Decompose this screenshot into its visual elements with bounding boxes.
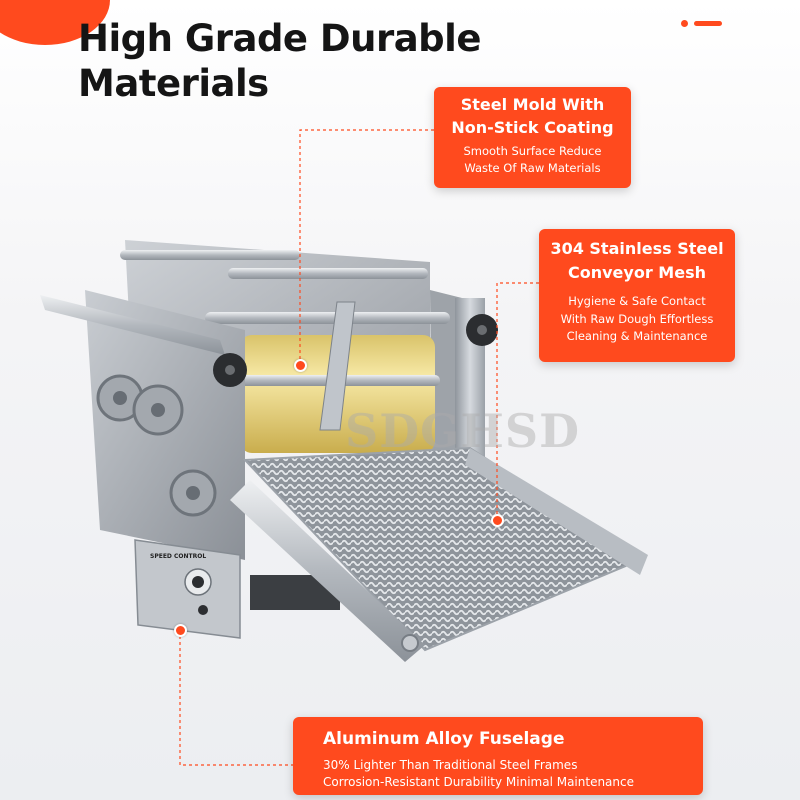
callout-desc-line: Smooth Surface Reduce <box>463 144 602 158</box>
fuselage-marker <box>174 624 187 637</box>
callout-leader-lines <box>179 129 539 766</box>
callout-conveyor-mesh: 304 Stainless Steel Conveyor Mesh Hygien… <box>539 229 735 362</box>
callout-aluminum-fuselage-description: 30% Lighter Than Traditional Steel Frame… <box>323 757 703 791</box>
speed-control-label: SPEED CONTROL <box>150 553 206 560</box>
decorative-dot <box>681 20 688 27</box>
title-line-1: High Grade Durable <box>78 17 481 60</box>
conveyor-mesh <box>230 446 648 662</box>
decorative-dash <box>694 21 722 26</box>
callout-aluminum-fuselage-title: Aluminum Alloy Fuselage <box>323 729 565 749</box>
callout-desc-line: Hygiene & Safe Contact <box>568 294 706 308</box>
callout-desc-line: Waste Of Raw Materials <box>464 161 601 175</box>
callout-steel-mold-description: Smooth Surface Reduce Waste Of Raw Mater… <box>434 143 631 177</box>
callout-conveyor-mesh-title: 304 Stainless Steel Conveyor Mesh <box>539 237 735 285</box>
callout-desc-line: 30% Lighter Than Traditional Steel Frame… <box>323 758 578 772</box>
callout-title-line: Non-Stick Coating <box>451 118 614 137</box>
speed-control-box: SPEED CONTROL <box>134 539 241 639</box>
mesh-marker <box>491 514 504 527</box>
callout-steel-mold: Steel Mold With Non-Stick Coating Smooth… <box>434 87 631 188</box>
machine-frame <box>40 240 498 610</box>
title-line-2: Materials <box>78 62 269 105</box>
callout-title-line: Conveyor Mesh <box>568 263 706 282</box>
callout-steel-mold-title: Steel Mold With Non-Stick Coating <box>434 93 631 139</box>
page-title: High Grade Durable Materials <box>78 16 528 106</box>
callout-title-line: 304 Stainless Steel <box>550 239 724 258</box>
callout-desc-line: Cleaning & Maintenance <box>566 329 708 343</box>
watermark: SDGHSD <box>345 404 580 458</box>
callout-desc-line: Corrosion-Resistant Durability Minimal M… <box>323 775 634 789</box>
callout-desc-line: With Raw Dough Effortless <box>560 311 714 326</box>
callout-title-line: Steel Mold With <box>460 95 605 114</box>
callout-aluminum-fuselage: Aluminum Alloy Fuselage 30% Lighter Than… <box>293 717 703 795</box>
callout-conveyor-mesh-description: Hygiene & Safe Contact With Raw Dough Ef… <box>539 293 735 346</box>
mold-marker <box>294 359 307 372</box>
